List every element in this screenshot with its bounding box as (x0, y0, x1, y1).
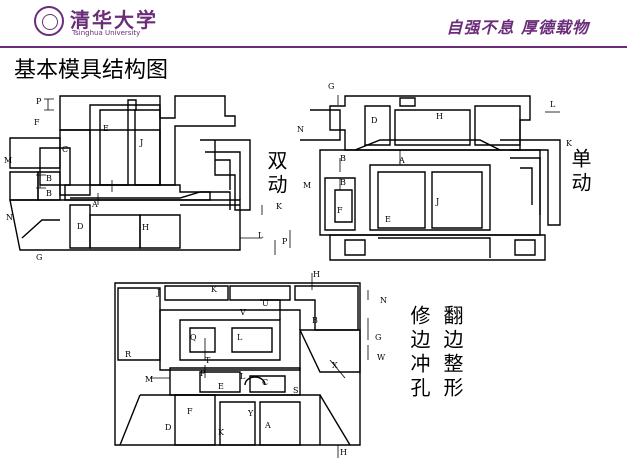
dim-label: A (264, 421, 271, 430)
dim-label: P (282, 237, 288, 246)
dim-label: J (435, 197, 439, 206)
dim-label: M (145, 375, 153, 384)
dim-label: B (340, 178, 346, 187)
logo-text-en: Tsinghua University (72, 29, 141, 37)
dim-label: L (240, 372, 246, 381)
dim-label: B (312, 316, 318, 325)
dim-label: G (375, 333, 381, 342)
dim-label: L (258, 231, 264, 240)
dim-label: H (142, 223, 149, 232)
label-single-action: 单动 (568, 148, 592, 196)
dim-label: Y (247, 409, 254, 418)
dim-label: E (218, 382, 224, 391)
header-divider (0, 46, 627, 48)
dim-label: M (303, 181, 311, 190)
dim-label: C (262, 378, 268, 387)
dim-label: V (239, 308, 246, 317)
dim-label: G (328, 82, 334, 91)
dim-label: D (77, 222, 83, 231)
dim-label: R (125, 350, 132, 359)
dim-label: G (36, 253, 42, 262)
dim-label: X (332, 361, 338, 370)
dim-label: L (237, 333, 243, 342)
dim-label: J (139, 138, 143, 147)
dim-label: B (46, 189, 52, 198)
dim-label: D (371, 116, 377, 125)
dim-label: K (218, 428, 225, 437)
dim-label: N (6, 213, 13, 222)
dim-label: U (262, 299, 269, 308)
motto: 自强不息 厚德载物 (446, 18, 589, 37)
dim-label: H (340, 448, 347, 457)
label-trim-pierce: 修边冲孔 (407, 305, 431, 401)
dim-label: K (211, 285, 218, 294)
dim-label: K (566, 139, 573, 148)
header: 清华大学 Tsinghua University 自强不息 厚德载物 (0, 0, 627, 46)
university-seal-icon (34, 6, 64, 36)
dim-label: B (46, 174, 52, 183)
dim-label: T (205, 356, 211, 365)
dim-label: P (200, 369, 206, 378)
dim-label: K (276, 202, 283, 211)
dim-label: F (34, 118, 40, 127)
single-action-die-diagram (300, 95, 561, 261)
dim-label: C (62, 145, 68, 154)
dim-label: Q (190, 333, 197, 342)
dim-label: D (165, 423, 171, 432)
logo-text-cn: 清华大学 (70, 8, 158, 32)
label-double-action: 双动 (264, 150, 288, 198)
trim-flange-die-diagram (114, 282, 361, 446)
dim-label: H (436, 112, 443, 121)
dim-label: E (103, 124, 109, 133)
dim-label: E (385, 215, 391, 224)
dim-label: H (313, 270, 320, 279)
dim-label: F (187, 407, 193, 416)
dim-label: A (91, 200, 98, 209)
dim-label: L (550, 100, 556, 109)
dim-label: N (297, 125, 304, 134)
dim-label: F (337, 206, 343, 215)
dim-label: B (340, 154, 346, 163)
dim-label: W (377, 353, 386, 362)
dim-label: A (398, 156, 405, 165)
dim-label: J (156, 288, 160, 297)
page-title: 基本模具结构图 (14, 58, 169, 83)
dim-label: N (380, 296, 387, 305)
dim-label: M (4, 156, 12, 165)
label-flange-restrike: 翻边整形 (440, 305, 464, 401)
double-action-die-diagram (9, 95, 251, 251)
dim-label: S (293, 386, 298, 395)
dim-label: P (36, 97, 42, 106)
